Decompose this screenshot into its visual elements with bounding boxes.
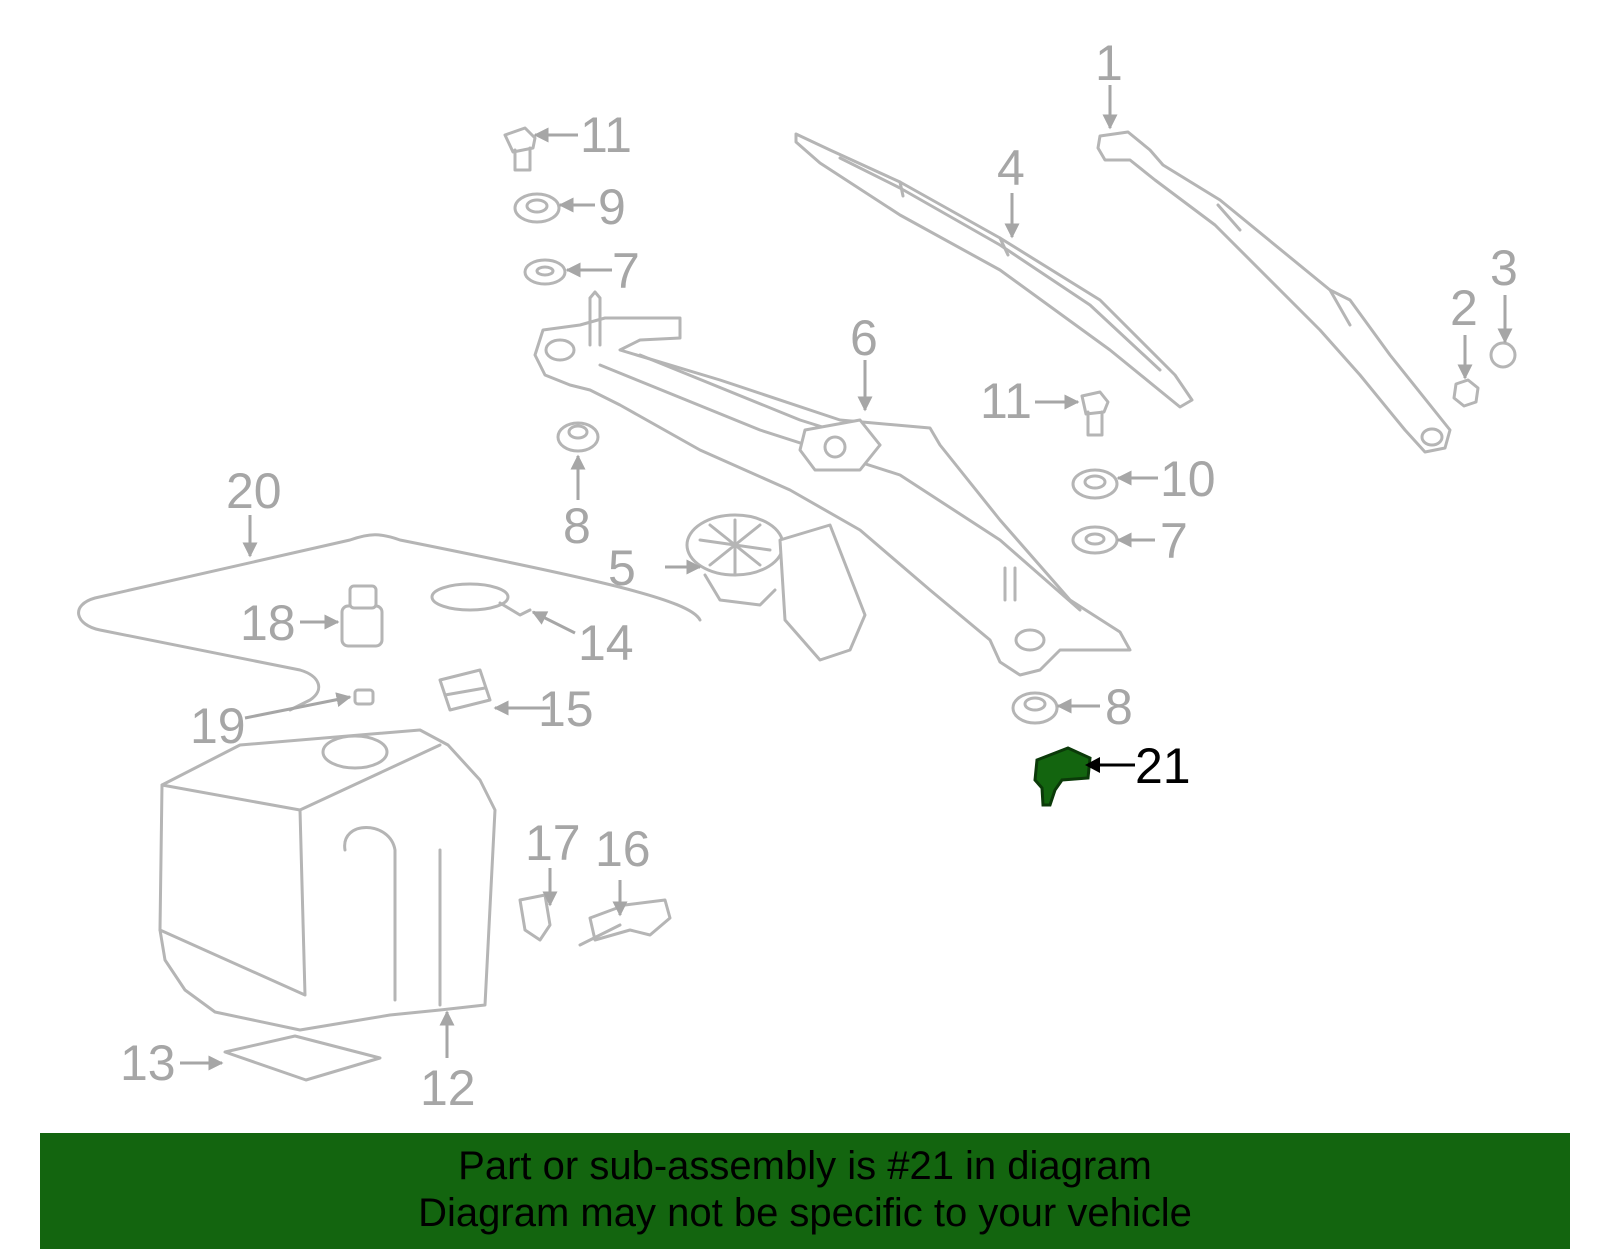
callout-2: 2 (1450, 280, 1478, 336)
grommet-8-bottom (1011, 691, 1059, 725)
banner-line-2: Diagram may not be specific to your vehi… (418, 1191, 1192, 1235)
callout-21: 21 (1135, 738, 1191, 794)
callout-17: 17 (525, 815, 581, 871)
plug-19 (353, 688, 375, 706)
info-banner: Part or sub-assembly is #21 in diagram D… (40, 1133, 1570, 1249)
pump-18 (340, 584, 384, 648)
callout-6: 6 (850, 310, 878, 366)
sensor-16 (578, 898, 672, 947)
wiper-linkage (533, 290, 1132, 677)
grommet-9 (513, 192, 561, 224)
callout-1: 1 (1095, 35, 1123, 91)
washer-nozzle-21[interactable] (1033, 746, 1092, 807)
callout-8-top: 8 (563, 498, 591, 554)
callout-20: 20 (226, 463, 282, 519)
callout-12: 12 (420, 1060, 476, 1116)
callout-8-bottom: 8 (1105, 679, 1133, 735)
callout-13: 13 (120, 1035, 176, 1091)
callout-16: 16 (595, 821, 651, 877)
cap-15 (438, 668, 492, 712)
callout-labels: 1 2 3 4 5 6 7 7 7 8 8 9 10 11 11 12 13 1… (120, 35, 1518, 1116)
callout-7-right: 7 (1160, 513, 1188, 569)
bolt-top (503, 126, 537, 172)
washer-reservoir (158, 728, 497, 1032)
grommet-8-top (556, 421, 600, 453)
wiper-motor (685, 513, 867, 662)
wiper-blade (794, 132, 1194, 409)
callout-11-top: 11 (580, 107, 632, 163)
plug-17 (518, 893, 552, 942)
callout-5: 5 (608, 540, 636, 596)
bolt-right (1080, 390, 1110, 437)
callout-10: 10 (1160, 451, 1216, 507)
leaders (180, 85, 1513, 1071)
parts-diagram: 1 2 3 4 5 6 7 7 7 8 8 9 10 11 11 12 13 1… (77, 35, 1518, 1116)
callout-14: 14 (578, 615, 634, 671)
callout-15: 15 (538, 681, 594, 737)
washer-7-top (523, 258, 567, 286)
callout-4: 4 (997, 140, 1025, 196)
callout-9: 9 (598, 179, 626, 235)
callout-7-top: 7 (612, 243, 640, 299)
washer-7-right (1071, 525, 1119, 555)
grommet-10 (1071, 468, 1119, 500)
banner-line-1: Part or sub-assembly is #21 in diagram (458, 1144, 1152, 1188)
nozzle-14 (430, 582, 532, 617)
callout-3: 3 (1490, 240, 1518, 296)
nut-and-cap (1452, 341, 1517, 408)
reservoir-pad (223, 1034, 382, 1082)
callout-11-right: 11 (980, 373, 1032, 429)
wiper-arm (1096, 130, 1452, 454)
callout-19: 19 (190, 698, 246, 754)
washer-hose (77, 533, 702, 712)
callout-18: 18 (240, 595, 296, 651)
